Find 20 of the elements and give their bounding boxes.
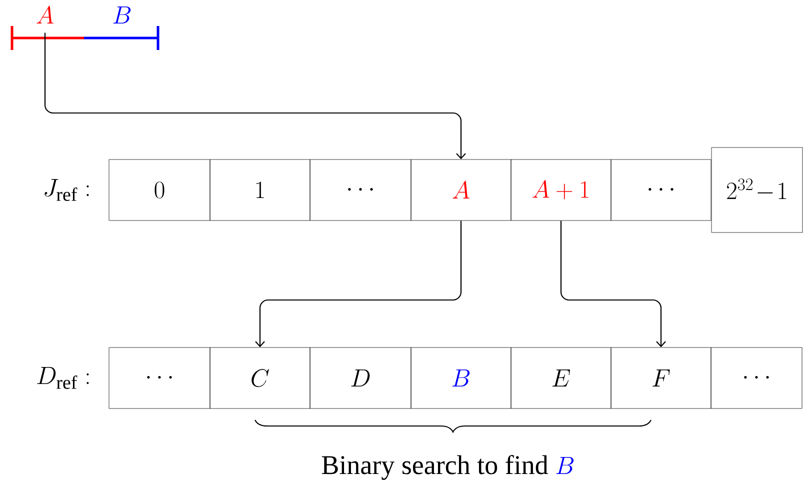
row-label: $D_{\mathrm{ref}}:$ [37,367,89,389]
array-cell: $0$ [108,159,210,221]
array-cell: $E$ [510,347,612,409]
arrow [560,220,666,348]
array-cell: $F$ [610,347,712,409]
array-cell: $2^{32}-1$ [711,147,803,233]
array-cell: $C$ [210,347,310,409]
row-label: $J_{\mathrm{ref}}:$ [44,179,89,201]
array-cell: $\cdots$ [310,159,412,221]
array-cell: $\cdots$ [610,159,712,221]
array-cell: $\cdots$ [710,347,802,409]
array-cell: $A$ [410,159,512,221]
array-cell: $1$ [210,159,310,221]
segment: $A$ [10,6,86,52]
array-cell: $B$ [410,347,512,409]
arrow [255,220,462,348]
array-cell: $A+1$ [510,159,612,221]
caption: Binary search to find $B$ [322,454,574,480]
array-cell: $\cdots$ [108,347,210,409]
array-cell: $D$ [310,347,412,409]
